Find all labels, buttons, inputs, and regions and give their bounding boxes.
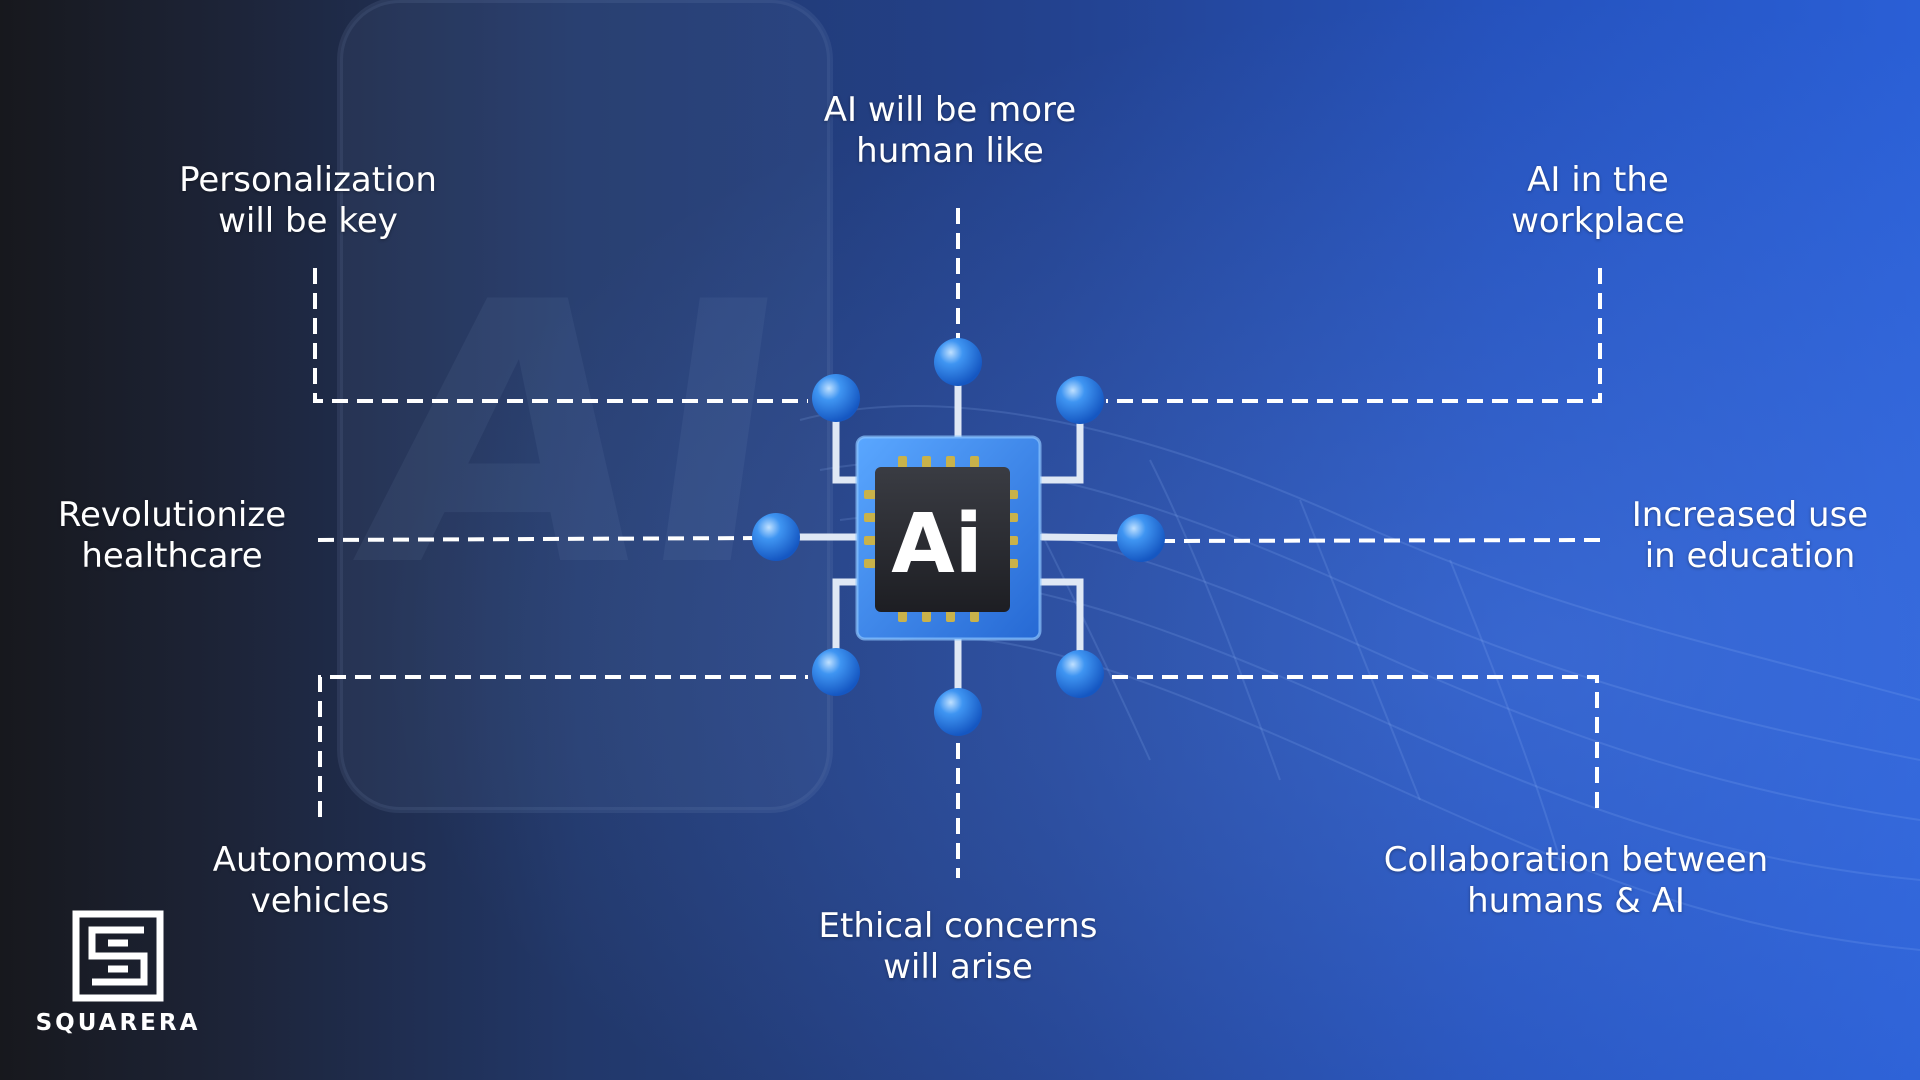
node-bottom-right — [1056, 650, 1104, 698]
connector-nodes — [752, 338, 1165, 736]
squarera-logo: SQUARERA — [28, 910, 208, 1036]
squarera-logo-icon — [72, 910, 164, 1002]
label-bottom-right: Collaboration between humans & AI — [1383, 840, 1769, 921]
connector-top-left — [313, 268, 808, 403]
label-top-right: AI in the workplace — [1511, 160, 1685, 241]
squarera-wordmark: SQUARERA — [35, 1010, 201, 1036]
label-top-center: AI will be more human like — [823, 90, 1077, 171]
node-bottom-center — [934, 688, 982, 736]
label-top-left: Personalization will be key — [179, 160, 437, 241]
ai-chip: Ai — [855, 435, 1042, 641]
node-top-center — [934, 338, 982, 386]
chip-label: Ai — [891, 497, 983, 592]
node-top-left — [812, 374, 860, 422]
label-bottom-center: Ethical concerns will arise — [818, 906, 1098, 987]
connector-bottom-left — [318, 675, 808, 817]
node-mid-right — [1117, 514, 1165, 562]
label-mid-right: Increased use in education — [1631, 495, 1869, 576]
connector-lines — [313, 208, 1602, 878]
connector-top-right — [1106, 268, 1602, 403]
chip-core — [875, 467, 1010, 612]
background-ai-watermark: AI — [339, 227, 810, 646]
node-top-right — [1056, 376, 1104, 424]
label-mid-left: Revolutionize healthcare — [57, 495, 287, 576]
label-bottom-left: Autonomous vehicles — [212, 840, 428, 921]
node-mid-left — [752, 513, 800, 561]
node-bottom-left — [812, 648, 860, 696]
connector-bottom-right — [1106, 675, 1599, 808]
